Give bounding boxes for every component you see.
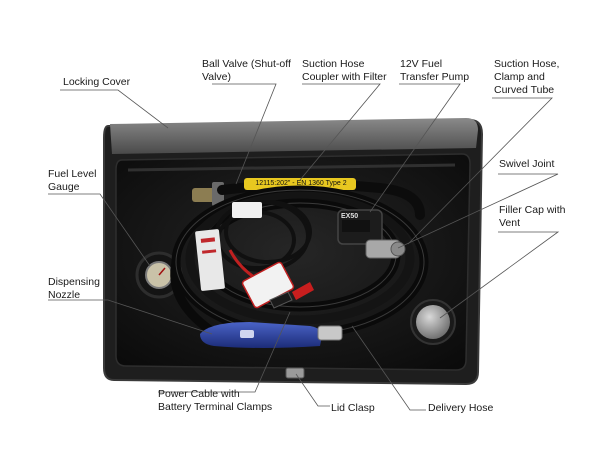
lid-clasp — [285, 367, 305, 379]
dispensing-nozzle — [200, 322, 343, 348]
label-fuel-gauge: Fuel Level Gauge — [48, 168, 97, 193]
label-suction-hose: Suction Hose, Clamp and Curved Tube — [494, 58, 560, 96]
label-swivel-joint: Swivel Joint — [499, 158, 555, 170]
label-locking-cover: Locking Cover — [63, 76, 131, 88]
label-lid-clasp: Lid Clasp — [331, 402, 375, 414]
label-suction-coupler: Suction Hose Coupler with Filter — [302, 58, 387, 83]
label-delivery-hose: Delivery Hose — [428, 402, 494, 414]
label-fuel-pump: 12V Fuel Transfer Pump — [400, 58, 470, 83]
locking-cover — [110, 118, 478, 154]
filler-cap — [410, 299, 456, 345]
product-sticker — [232, 202, 262, 218]
label-filler-cap: Filler Cap with Vent — [499, 204, 566, 229]
ball-valve — [192, 182, 224, 206]
hose-print-text: 12115:202" - EN 1360 Type 2 — [255, 180, 347, 187]
battery-clamp-black — [269, 291, 293, 309]
fuel-pump — [337, 209, 383, 245]
label-ball-valve: Ball Valve (Shut-off Valve) — [202, 58, 291, 83]
battery-clamp-red — [292, 282, 314, 300]
label-dispensing-nozzle: Dispensing Nozzle — [48, 276, 100, 301]
pump-brand-text: EX50 — [341, 213, 359, 220]
hose-print-band — [244, 178, 356, 190]
leader-lines — [48, 83, 560, 411]
swivel-joint — [365, 239, 406, 259]
label-power-cable: Power Cable with Battery Terminal Clamps — [158, 388, 273, 413]
manual-sheet — [195, 229, 225, 291]
